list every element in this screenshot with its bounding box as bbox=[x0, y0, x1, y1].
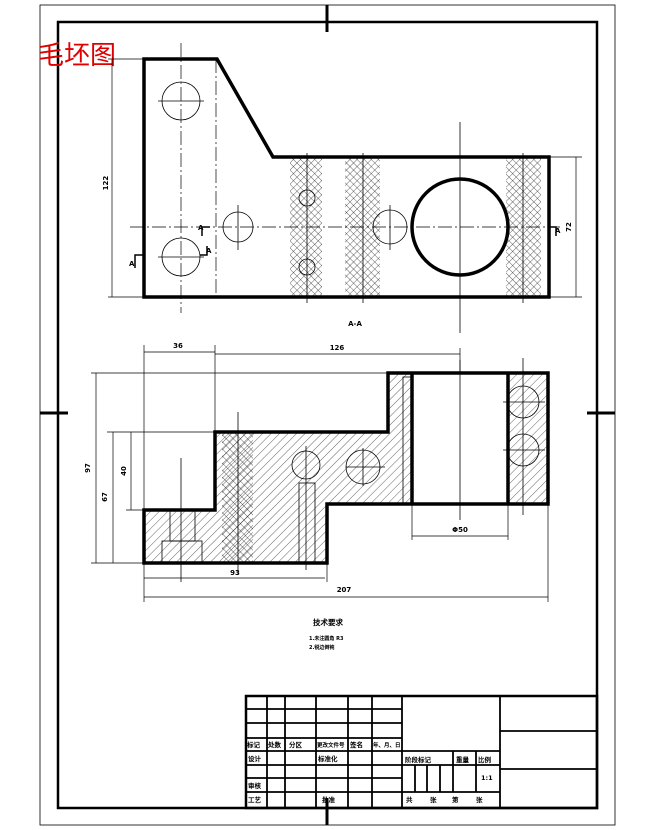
label-stage-mark: 阶段标记 bbox=[405, 755, 432, 764]
dim-207: 207 bbox=[337, 586, 352, 594]
label-standardization: 标准化 bbox=[317, 754, 338, 763]
scale-value: 1:1 bbox=[481, 774, 493, 782]
dim-height-72: 72 bbox=[565, 222, 573, 232]
dim-93: 93 bbox=[230, 569, 240, 577]
section-mark: A bbox=[555, 227, 561, 235]
header-change-doc: 更改文件号 bbox=[317, 741, 345, 749]
dim-height-122: 122 bbox=[102, 176, 110, 191]
section-mark: A bbox=[129, 260, 135, 268]
tech-req-item: 2.锐边倒钝 bbox=[309, 644, 334, 651]
dim-36: 36 bbox=[173, 342, 183, 350]
label-total: 共 bbox=[406, 795, 413, 804]
label-scale: 比例 bbox=[478, 755, 492, 764]
dim-67: 67 bbox=[101, 492, 109, 502]
dim-126: 126 bbox=[330, 344, 345, 352]
section-mark: A bbox=[198, 224, 204, 232]
label-sheets: 张 bbox=[430, 795, 437, 804]
section-view-outline bbox=[142, 371, 550, 565]
section-label: A-A bbox=[348, 320, 362, 328]
centering-marks bbox=[40, 5, 615, 825]
section-mark: A bbox=[206, 247, 212, 255]
drawing-title: 毛坯图 bbox=[38, 41, 116, 71]
label-sheet-no: 第 bbox=[452, 795, 459, 804]
label-sheet: 张 bbox=[476, 795, 483, 804]
label-process: 工艺 bbox=[248, 795, 262, 804]
header-count: 处数 bbox=[267, 740, 282, 749]
label-approve: 批准 bbox=[322, 795, 336, 804]
label-review: 审核 bbox=[248, 781, 262, 790]
header-zone: 分区 bbox=[289, 740, 303, 749]
dim-diameter-50: Φ50 bbox=[452, 526, 468, 534]
header-mark: 标记 bbox=[246, 740, 261, 749]
title-block: 标记 处数 分区 更改文件号 签名 年、月、日 设计 标准化 审核 工艺 批准 … bbox=[244, 694, 599, 810]
tech-req-heading: 技术要求 bbox=[313, 617, 343, 627]
technical-requirements: 技术要求 1.未注圆角 R3 2.锐边倒钝 bbox=[309, 617, 344, 651]
top-view: 122 72 A A A A A-A bbox=[102, 43, 582, 333]
dim-40: 40 bbox=[120, 466, 128, 476]
label-design: 设计 bbox=[248, 754, 262, 763]
tech-req-item: 1.未注圆角 R3 bbox=[309, 635, 344, 642]
header-date: 年、月、日 bbox=[373, 741, 401, 749]
header-signature: 签名 bbox=[349, 740, 363, 749]
label-weight: 重量 bbox=[456, 755, 470, 764]
crosshatch-strip bbox=[222, 432, 253, 563]
section-view: 36 126 97 67 40 93 207 Φ50 bbox=[84, 342, 550, 602]
dim-97: 97 bbox=[84, 463, 92, 473]
